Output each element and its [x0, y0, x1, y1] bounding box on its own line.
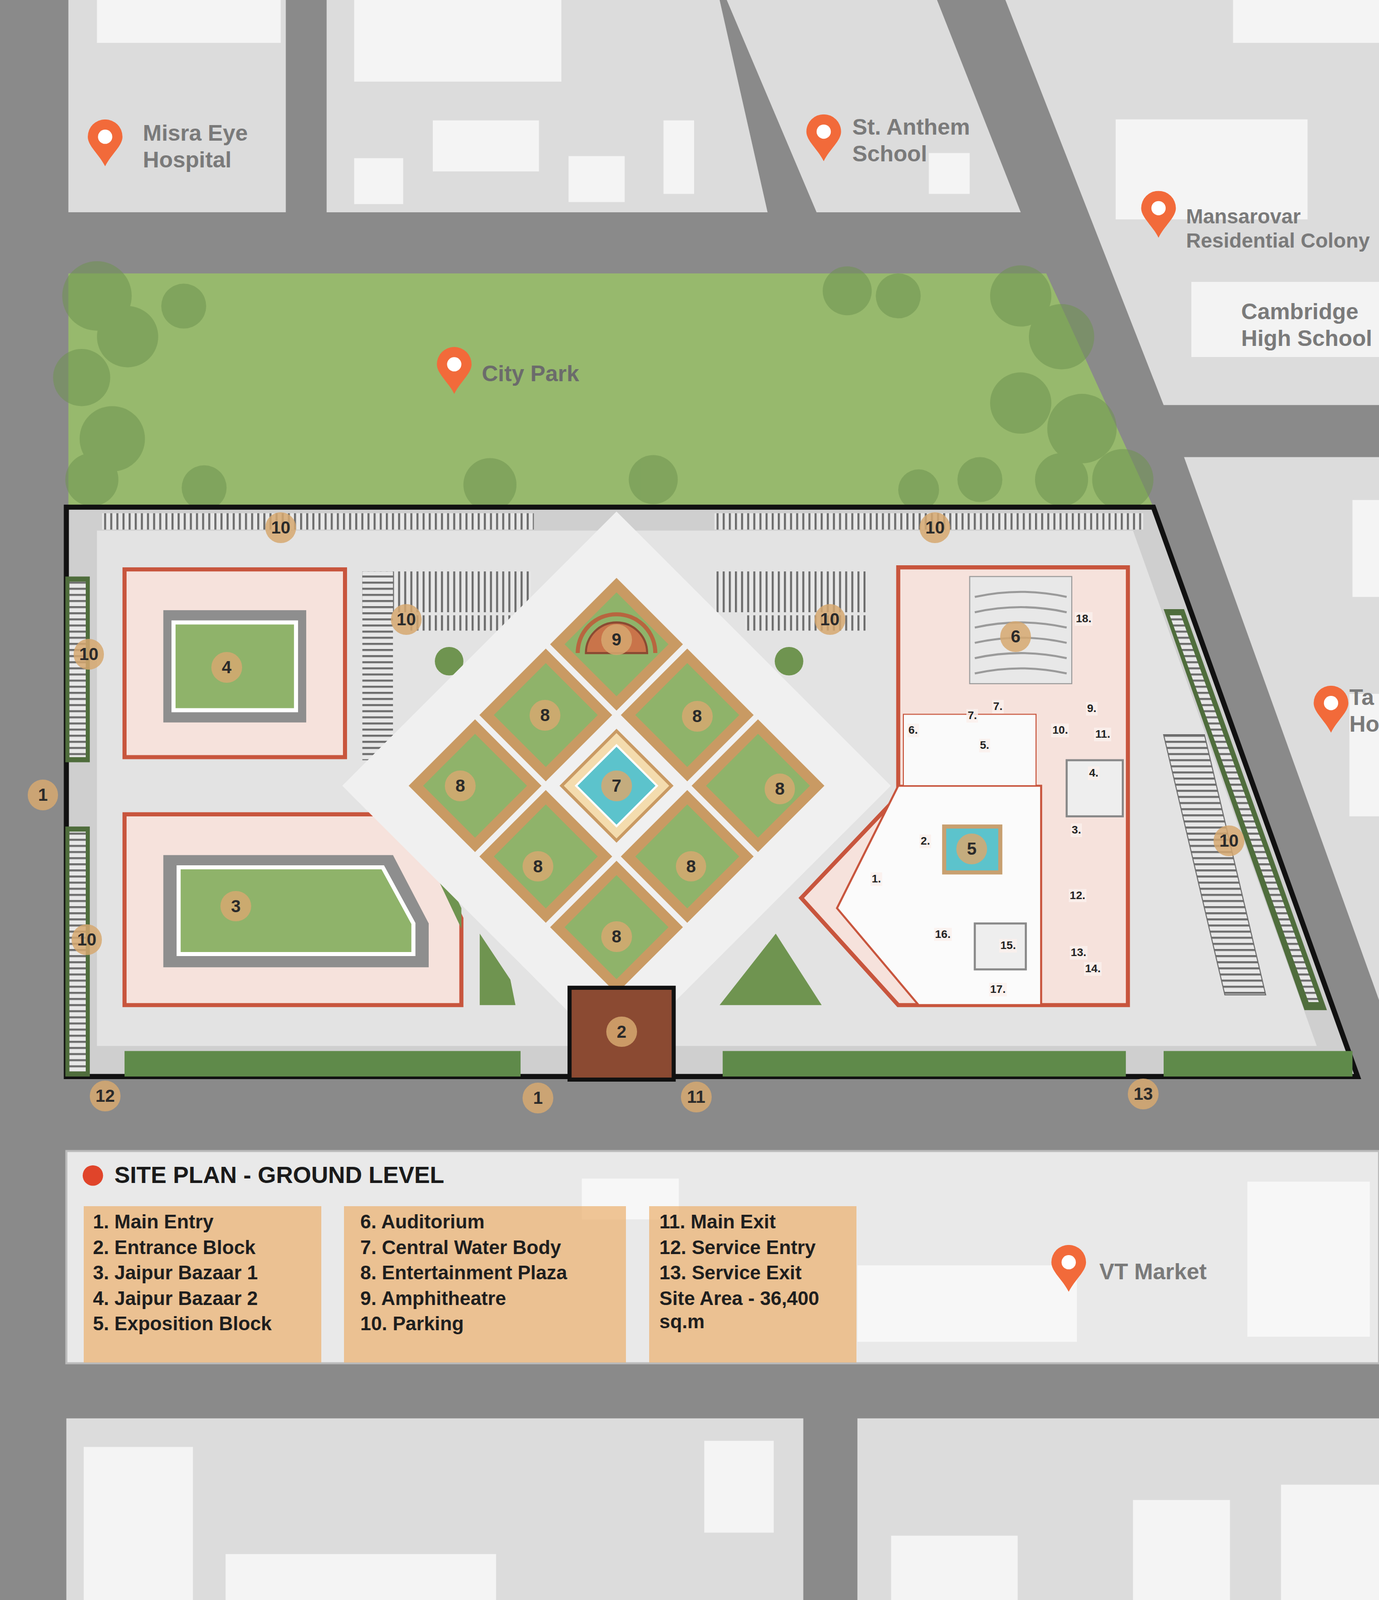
callout-number: 8 — [601, 921, 632, 953]
key-box: 1. Main Entry2. Entrance Block3. Jaipur … — [83, 1206, 322, 1363]
node-text: Misra Eye Hospital — [142, 119, 271, 174]
callout-number: 8 — [764, 773, 796, 805]
city-block: Mansarovar Residential ColonyCambridge H… — [1005, 0, 1379, 406]
node-text: St. Anthem School — [852, 113, 991, 168]
room-number: 5. — [979, 738, 991, 753]
callout-number: 13 — [1127, 1078, 1159, 1110]
node-text: 8. Entertainment Plaza — [360, 1261, 567, 1285]
room-number: 14. — [1083, 962, 1102, 976]
node-text: 12. Service Entry — [659, 1236, 816, 1260]
node-text: VT Market — [1099, 1258, 1208, 1286]
node-text: 10. Parking — [360, 1312, 464, 1336]
building-box: Cambridge High School — [1191, 281, 1379, 358]
key-box: 11. Main Exit12. Service Entry13. Servic… — [649, 1206, 857, 1363]
callout-number: 12 — [89, 1080, 121, 1112]
room-number: 7. — [992, 700, 1004, 714]
callout-number: 1 — [27, 779, 59, 811]
callout-number: 4 — [211, 652, 243, 683]
callout-number: 5 — [956, 833, 988, 865]
callout-number: 10 — [265, 512, 297, 544]
room-number: 10. — [1051, 723, 1069, 738]
callout-number: 1 — [522, 1082, 554, 1114]
room-number: 13. — [1069, 946, 1088, 960]
park-region: City Park — [68, 273, 1154, 507]
node-text: 7. Central Water Body — [360, 1236, 561, 1260]
room-number: 2. — [919, 834, 932, 849]
node-text: 3. Jaipur Bazaar 1 — [92, 1261, 258, 1285]
node-text: 9. Amphitheatre — [360, 1287, 506, 1311]
room-number: 1. — [870, 872, 883, 887]
room-number: 11. — [1094, 727, 1112, 742]
city-block: St. Anthem School — [726, 0, 1021, 213]
node-text: 11. Main Exit — [659, 1210, 776, 1234]
callout-number: 10 — [814, 604, 846, 636]
node-text: Ta Ho — [1349, 683, 1374, 738]
node-text: Site Area - 36,400 sq.m — [659, 1287, 823, 1334]
room-number: 6. — [907, 723, 919, 738]
node-text: 13. Service Exit — [659, 1261, 802, 1285]
room-number: 3. — [1070, 823, 1083, 838]
plan-title: SITE PLAN - GROUND LEVEL — [114, 1161, 445, 1190]
room-number: 18. — [1074, 612, 1093, 626]
callout-number: 6 — [1000, 621, 1031, 653]
node-text: 4. Jaipur Bazaar 2 — [92, 1287, 258, 1311]
key-box: 6. Auditorium7. Central Water Body8. Ent… — [343, 1206, 626, 1363]
city-block: Ta Ho — [1183, 457, 1379, 1001]
city-block: Misra Eye Hospital — [68, 0, 286, 213]
room-number: 7. — [966, 709, 979, 723]
callout-number: 2 — [606, 1016, 638, 1048]
node-text: 5. Exposition Block — [92, 1312, 272, 1336]
room-number: 17. — [989, 983, 1007, 997]
callout-number: 10 — [73, 639, 105, 670]
callout-number: 10 — [71, 924, 103, 956]
callout-number: 9 — [601, 624, 632, 656]
room-number: 15. — [999, 939, 1017, 953]
callout-number: 8 — [522, 851, 554, 883]
callout-number: 8 — [675, 851, 707, 883]
room-number: 9. — [1085, 702, 1098, 716]
callout-number: 10 — [1213, 825, 1245, 857]
room-number: 4. — [1087, 766, 1100, 781]
callout-number: 10 — [919, 512, 951, 544]
node-text: Cambridge High School — [1241, 298, 1374, 353]
node-text: 2. Entrance Block — [92, 1236, 256, 1260]
room-number: 12. — [1068, 889, 1087, 903]
callout-number: 11 — [680, 1081, 712, 1113]
node-text: 1. Main Entry — [92, 1210, 214, 1234]
node-text: 6. Auditorium — [360, 1210, 485, 1234]
room-number: 16. — [934, 928, 952, 942]
callout-number: 8 — [444, 770, 476, 802]
node-text: Mansarovar Residential Colony — [1186, 204, 1375, 254]
callout-number: 8 — [681, 701, 713, 732]
node-text: City Park — [481, 360, 580, 387]
callout-number: 7 — [601, 770, 632, 802]
callout-number: 10 — [390, 604, 422, 636]
callout-number: 8 — [529, 700, 561, 731]
callout-number: 3 — [220, 891, 252, 923]
